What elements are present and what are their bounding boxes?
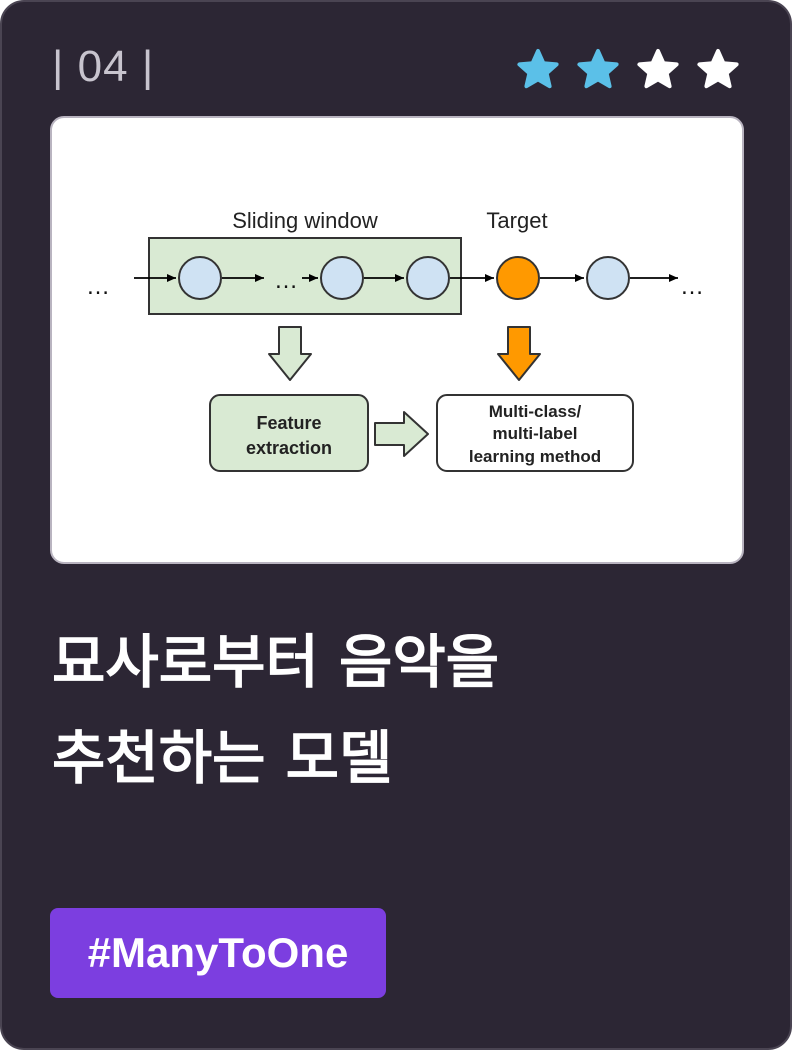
node-2 [320, 256, 364, 300]
method-line-2: multi-label [492, 424, 577, 443]
node-3 [406, 256, 450, 300]
node-1 [178, 256, 222, 300]
mid-ellipsis: … [274, 267, 298, 294]
green-right-arrow [374, 411, 429, 457]
feature-extraction-box [209, 394, 369, 472]
sliding-window-diagram: Sliding window Target … … … Featu [50, 116, 744, 564]
title-line-1: 묘사로부터 음악을 [52, 628, 500, 696]
feature-line-2: extraction [246, 438, 332, 458]
star-icon [697, 49, 739, 89]
node-4 [586, 256, 630, 300]
right-ellipsis: … [680, 273, 704, 300]
star-1 [517, 49, 559, 89]
card-title: 묘사로부터 음악을 추천하는 모델 [52, 614, 752, 806]
star-3 [637, 49, 679, 89]
card-index: | 04 | [52, 42, 155, 91]
sliding-window-label: Sliding window [232, 208, 378, 233]
star-icon [517, 49, 559, 89]
method-line-3: learning method [469, 447, 601, 466]
left-ellipsis: … [86, 273, 110, 300]
orange-down-arrow [497, 326, 541, 381]
star-2 [577, 49, 619, 89]
target-node [496, 256, 540, 300]
hashtag-badge[interactable]: #ManyToOne [50, 908, 386, 998]
star-icon [577, 49, 619, 89]
target-label: Target [486, 208, 547, 233]
method-line-1: Multi-class/ [489, 402, 582, 421]
learning-method-box [436, 394, 634, 472]
title-line-2: 추천하는 모델 [52, 724, 393, 792]
green-down-arrow [268, 326, 312, 381]
feature-line-1: Feature [256, 413, 321, 433]
star-4 [697, 49, 739, 89]
star-icon [637, 49, 679, 89]
